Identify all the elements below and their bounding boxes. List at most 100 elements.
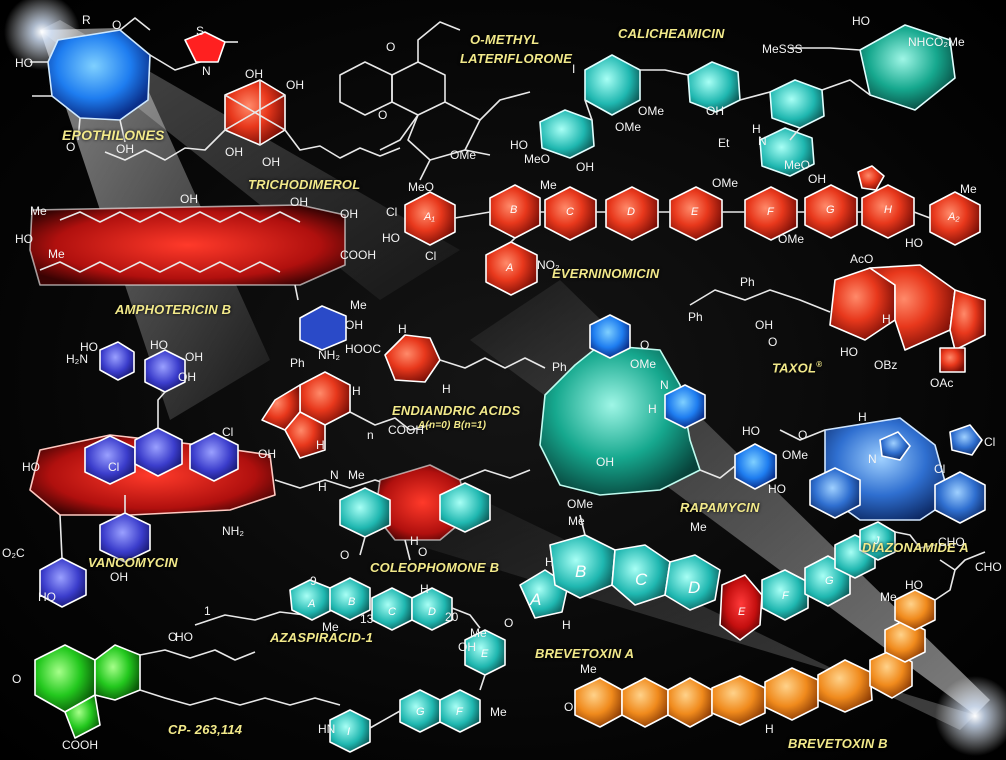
atom-label: H [858,410,867,424]
endiandric-structure [261,334,546,459]
atom-label: COOH [340,248,376,262]
atom-label: OMe [630,357,657,371]
atom-label: H₂N [66,352,88,366]
atom-label: I [572,62,576,76]
atom-label: Me [470,626,487,640]
azaspiracid-structure [194,577,506,753]
atom-label: NHCO₂Me [908,35,965,49]
atom-label: Cl [425,249,437,263]
ring-label: A₂ [948,211,960,223]
atom-label: HO [852,14,870,28]
atom-label: Me [322,620,339,634]
diazonamide-structure [779,417,986,524]
atom-label: OMe [615,120,642,134]
atom-label: CHO [975,560,1002,574]
atom-label: OMe [567,497,594,511]
atom-label: Ph [290,356,305,370]
atom-label: OH [345,318,363,332]
rapamycin-structure [539,314,777,496]
atom-label: OMe [638,104,665,118]
ring-label: D [688,578,701,597]
ring-label: G [826,204,835,216]
atom-label: OH [185,350,203,364]
atom-label: H [648,402,657,416]
atom-label: Me [960,182,977,196]
atom-label: H [352,384,361,398]
atom-label: Cl [934,462,946,476]
trichodimerol-structure [104,79,401,161]
atom-label: O₂C [2,546,25,560]
atom-label: H [410,534,419,548]
atom-label: OH [116,142,134,156]
atom-label: O [340,548,350,562]
ring-label: D [627,206,635,218]
coleophomone-structure [339,464,531,561]
atom-label: R [82,13,91,27]
ring-label: C [388,606,396,618]
label-endiandric-subtitle: A(n=0) B(n=1) [418,420,487,431]
label-coleophomone-b: COLEOPHOMONE B [370,560,500,575]
atom-label: OMe [450,148,477,162]
label-brevetoxin-b: BREVETOXIN B [788,736,888,751]
taxol-structure [689,264,986,373]
atom-label: S [196,24,205,38]
atom-label: Me [580,662,597,676]
atom-label: N [868,452,877,466]
atom-label: HO [510,138,528,152]
atom-label: N [758,134,767,148]
label-calicheamicin: CALICHEAMICIN [618,26,725,41]
atom-label: O [418,545,428,559]
atom-label: H [882,312,891,326]
atom-label: 1 [204,604,211,618]
atom-label: OH [245,67,263,81]
atom-label: OMe [778,232,805,246]
atom-label: OH [458,640,476,654]
atom-label: HO [905,236,923,250]
atom-label: Ph [552,360,567,374]
atom-label: COOH [62,738,98,752]
ring-label: I [347,726,351,738]
ring-label: F [782,590,789,602]
atom-label: H [562,618,571,632]
ring-label: D [428,606,436,618]
label-rapamycin: RAPAMYCIN [680,500,760,515]
atom-label: Cl [984,435,996,449]
atom-label: H [316,438,325,452]
ring-label: C [566,206,574,218]
atom-label: O [12,672,22,686]
atom-label: OH [262,155,280,169]
atom-label: O [66,140,76,154]
atom-label: AcO [850,252,874,266]
label-amphotericin-b: AMPHOTERICIN B [115,302,232,317]
atom-label: H [398,322,407,336]
atom-label: O [564,700,574,714]
atom-label: OH [258,447,276,461]
ring-label: F [767,206,774,218]
cp-263114-structure [34,644,341,739]
atom-label: HO [38,590,56,604]
atom-label: Ph [740,275,755,289]
atom-label: O [112,18,122,32]
atom-label: H [420,582,429,596]
label-taxol: TAXOL® [772,360,823,376]
label-brevetoxin-a: BREVETOXIN A [535,646,635,661]
atom-label: MeO [784,158,811,172]
label-trichodimerol: TRICHODIMEROL [248,177,361,192]
atom-label: OAc [930,376,954,390]
atom-label: O [168,630,178,644]
atom-label: HO [905,578,923,592]
atom-label: O [768,335,778,349]
atom-label: N [202,64,211,78]
atom-label: OH [596,455,614,469]
atom-label: O [798,428,808,442]
atom-label: N [660,378,669,392]
atom-label: HO [15,232,33,246]
atom-label: O [504,616,514,630]
atom-label: OH [290,195,308,209]
atom-label: O [378,108,388,122]
label-vancomycin: VANCOMYCIN [88,555,178,570]
atom-label: MeO [408,180,435,194]
label-everninomicin: EVERNINOMICIN [552,266,660,281]
atom-label: H [752,122,761,136]
